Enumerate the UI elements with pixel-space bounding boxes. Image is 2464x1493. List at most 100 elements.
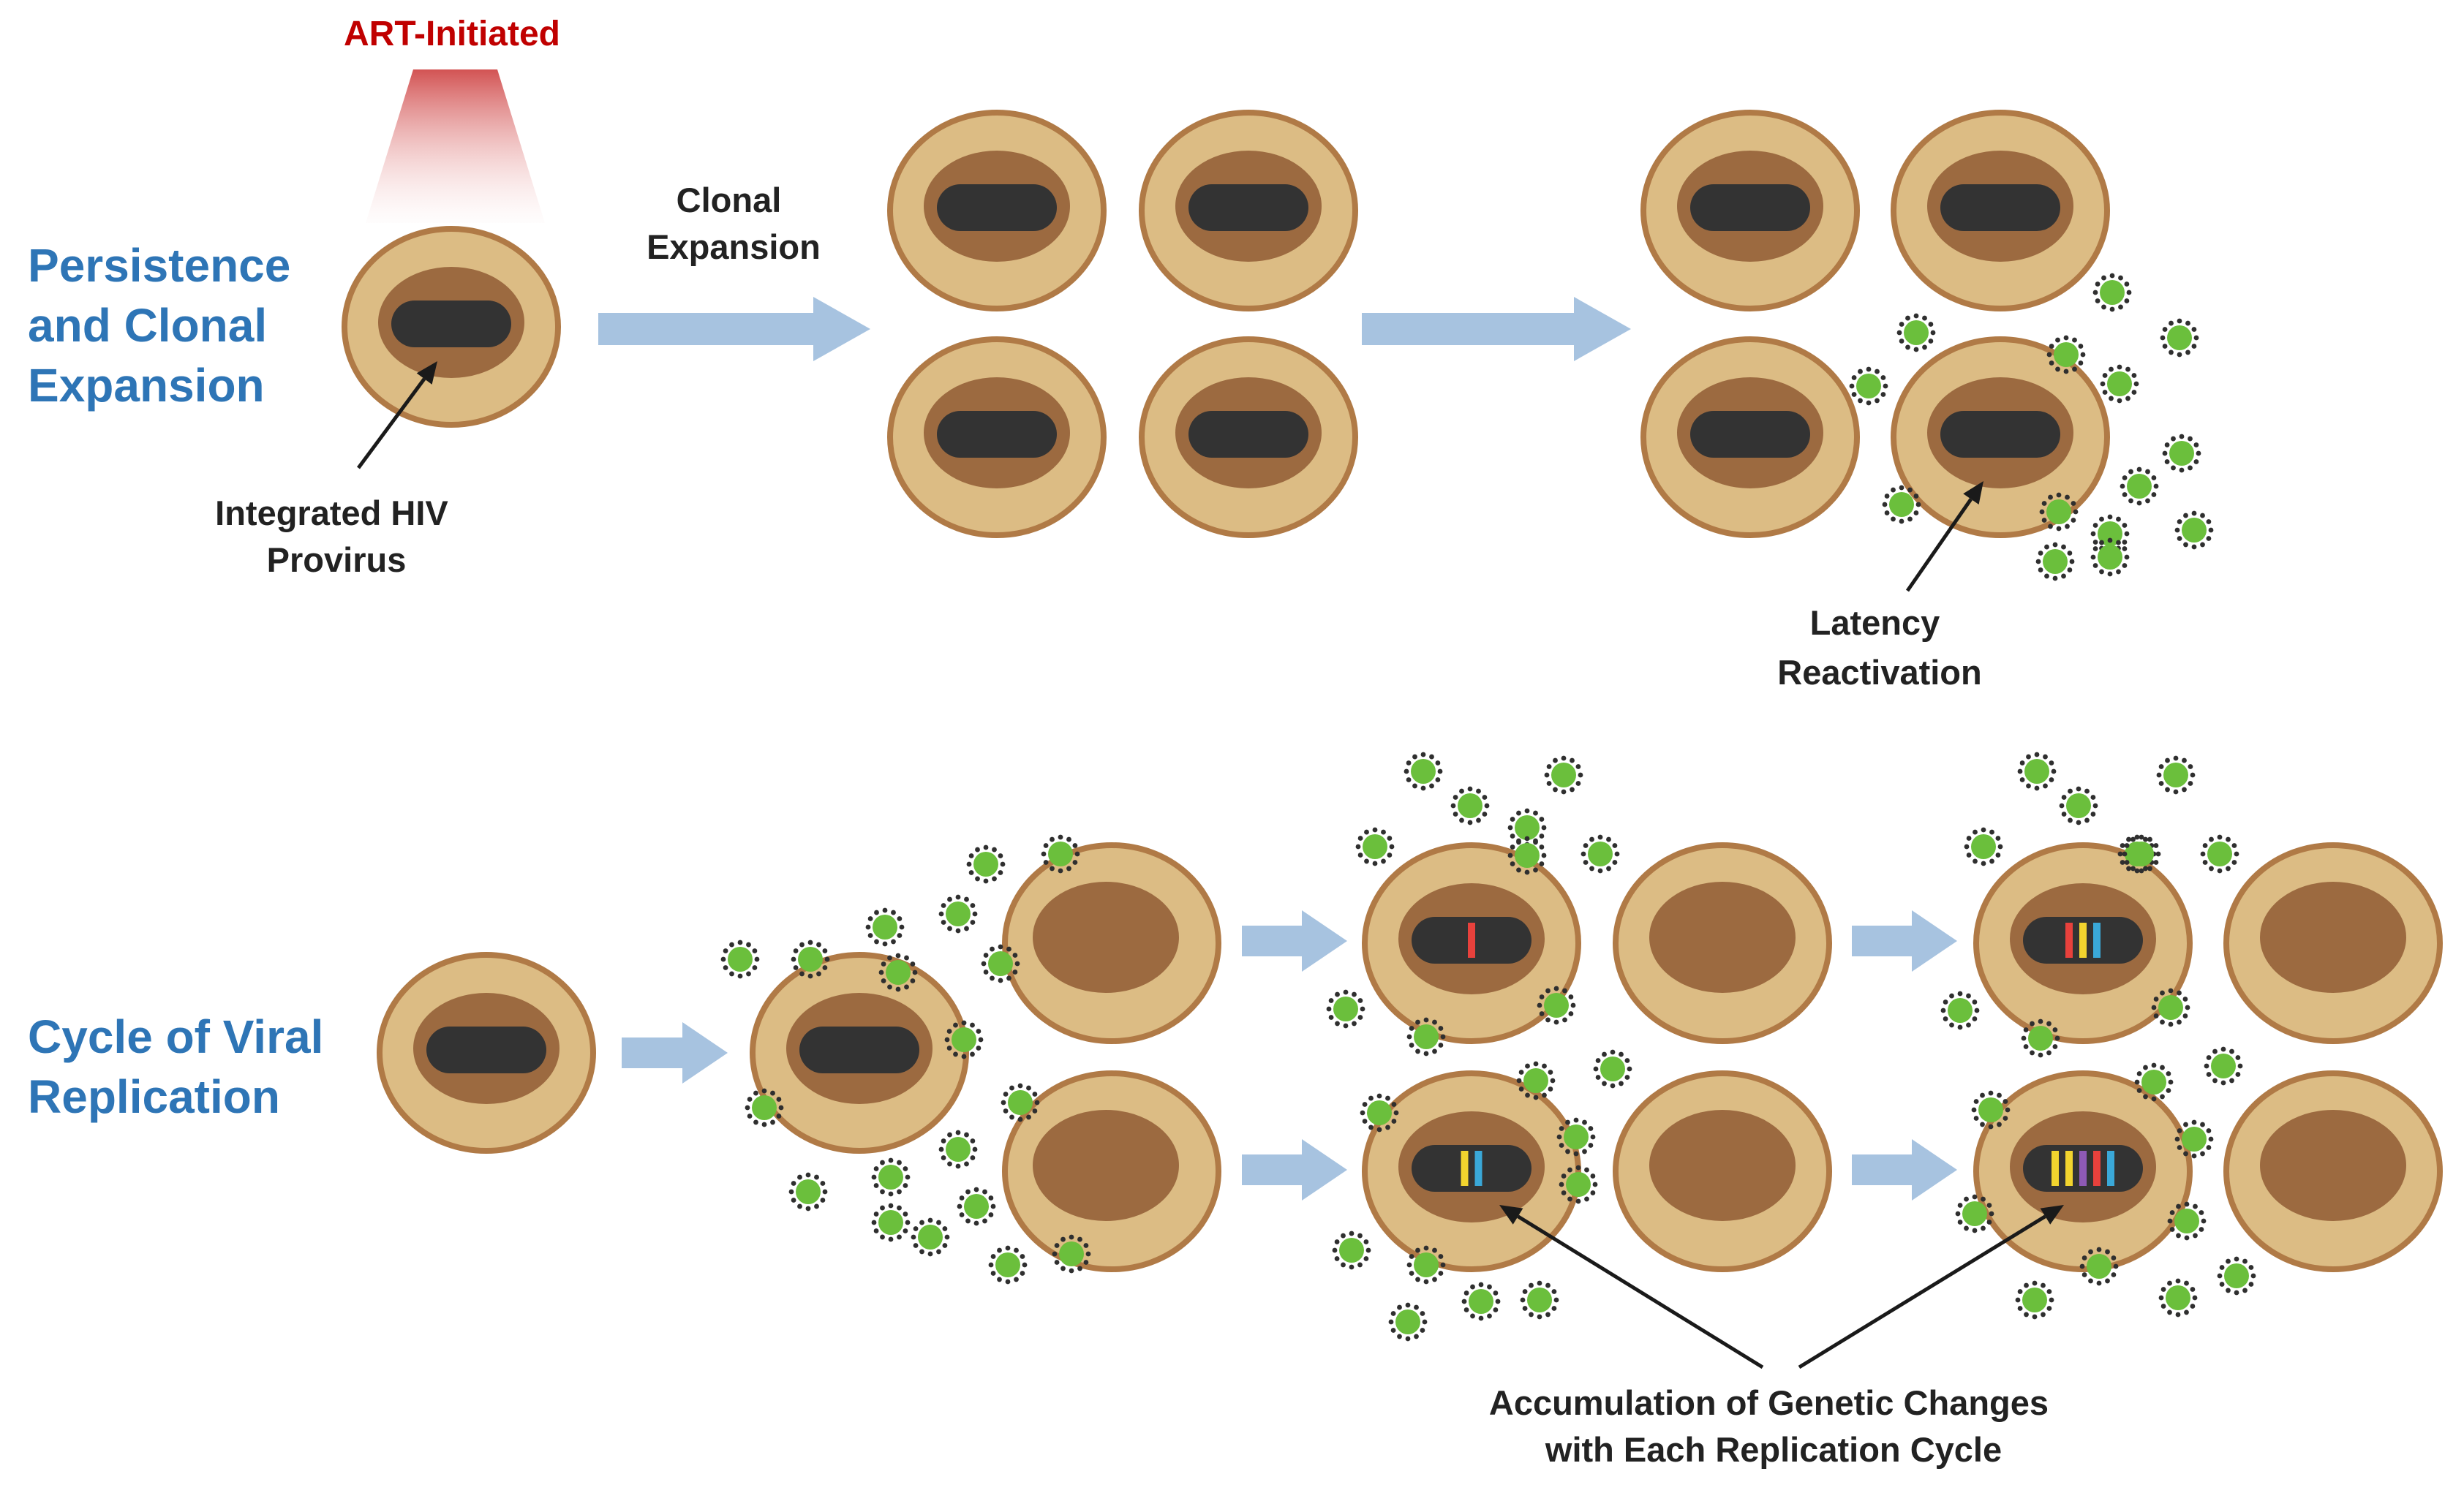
pointer-head: [416, 361, 437, 385]
hiv-provirus: [1188, 411, 1308, 458]
virion-spike: [2190, 772, 2196, 778]
virion-spike: [2055, 337, 2060, 343]
virion-spike: [2193, 442, 2199, 447]
virion-spike: [982, 1218, 987, 1224]
virion-spike: [2191, 1119, 2197, 1125]
mutation-band: [2079, 1151, 2087, 1186]
virion-spike: [2242, 1288, 2248, 1293]
virion-spike: [2166, 1071, 2171, 1076]
virion-spike: [1545, 1312, 1551, 1318]
virion-spike: [2034, 785, 2040, 791]
cell-nucleus: [1033, 882, 1179, 993]
virion-spike: [1470, 1313, 1475, 1319]
virion-spike: [873, 1166, 879, 1171]
hiv-virion: [791, 940, 830, 979]
virion-spike: [2067, 567, 2073, 572]
virion-spike: [1533, 867, 1538, 873]
virion-spike: [1612, 860, 1618, 865]
virion-spike: [1997, 1092, 2002, 1098]
hiv-virion: [1940, 991, 1980, 1030]
virion-spike: [1884, 510, 1890, 515]
virion-spike: [2049, 777, 2054, 782]
virion-core: [1414, 1252, 1439, 1277]
virion-spike: [2128, 469, 2133, 475]
virion-spike: [2171, 436, 2176, 442]
virion-spike: [1368, 1095, 1374, 1101]
virion-spike: [1584, 1196, 1589, 1202]
virion-spike: [1522, 1289, 1528, 1294]
virion-spike: [1899, 339, 1904, 344]
pointer-arrows: [356, 361, 2064, 1369]
infected-cell: [887, 110, 1107, 311]
virion-spike: [990, 1203, 996, 1209]
virion-spike: [1440, 1262, 1446, 1268]
virion-spike: [2015, 1297, 2021, 1303]
integrated-provirus-line-1: Integrated HIV: [215, 494, 448, 532]
virion-spike: [776, 1097, 782, 1102]
virion-spike: [1077, 1236, 1082, 1242]
virion-spike: [1522, 1306, 1528, 1311]
virion-spike: [947, 1132, 952, 1138]
virion-spike: [1533, 1061, 1539, 1067]
virion-spike: [2182, 1013, 2188, 1018]
hiv-virion: [1052, 1234, 1091, 1274]
virion-spike: [2202, 860, 2208, 865]
hiv-virion: [2217, 1256, 2256, 1296]
virion-spike: [2220, 1080, 2226, 1086]
virion-spike: [888, 1157, 894, 1163]
virion-spike: [1858, 398, 1863, 404]
virion-spike: [1891, 487, 1896, 493]
virion-spike: [1349, 1231, 1355, 1236]
virion-spike: [2032, 1314, 2038, 1320]
virion-core: [1523, 1068, 1548, 1093]
virion-spike: [2208, 527, 2214, 533]
virion-spike: [997, 1247, 1002, 1253]
hiv-virion: [745, 1088, 784, 1127]
virion-spike: [1539, 817, 1545, 822]
virion-spike: [1545, 1282, 1551, 1288]
virion-spike: [1981, 1196, 1986, 1202]
virion-spike: [1476, 817, 1481, 823]
virion-spike: [1072, 860, 1078, 865]
virion-spike: [1559, 1182, 1564, 1187]
virion-spike: [927, 1251, 933, 1257]
virion-spike: [2109, 273, 2115, 279]
virion-spike: [1606, 866, 1611, 872]
virion-spike: [1949, 993, 1954, 999]
infected-cell: [1640, 336, 1860, 538]
virion-spike: [1363, 1256, 1369, 1261]
virion-core: [1600, 1057, 1625, 1081]
hiv-virion: [2017, 752, 2057, 791]
virion-spike: [1453, 795, 1458, 800]
virion-spike: [904, 984, 909, 990]
virion-core: [1469, 1289, 1493, 1314]
virion-spike: [729, 942, 734, 948]
virion-spike: [2153, 1013, 2159, 1018]
virion-spike: [2167, 1309, 2172, 1315]
virion-spike: [2081, 1255, 2087, 1260]
virion-spike: [1553, 787, 1558, 793]
virion-spike: [1972, 1228, 1978, 1233]
virion-spike: [1997, 1122, 2002, 1127]
virion-spike: [1590, 1190, 1596, 1195]
hiv-virion: [2156, 755, 2196, 795]
virion-spike: [1041, 851, 1047, 857]
virion-spike: [2101, 275, 2106, 281]
virion-core: [1904, 320, 1929, 345]
infected-cell: [1891, 110, 2110, 311]
hiv-virion: [2100, 364, 2139, 404]
virion-spike: [2162, 327, 2168, 332]
virion-spike: [1518, 1086, 1524, 1092]
virion-spike: [1966, 836, 1972, 841]
virion-spike: [2182, 787, 2187, 793]
virion-spike: [2166, 1088, 2171, 1093]
virion-spike: [975, 847, 980, 853]
virion-spike: [1032, 1108, 1038, 1114]
virion-spike: [1435, 760, 1441, 766]
virion-spike: [1524, 869, 1530, 875]
virion-spike: [2169, 1210, 2175, 1215]
virion-spike: [1326, 1006, 1332, 1012]
virion-spike: [1583, 860, 1589, 865]
virion-spike: [1612, 843, 1618, 848]
uninfected-cell: [1002, 842, 1221, 1044]
